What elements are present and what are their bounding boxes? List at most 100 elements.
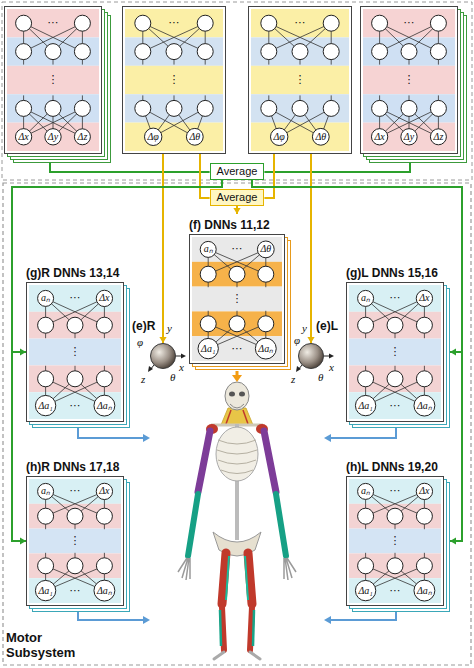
neuron-circle <box>372 15 388 31</box>
axis-head <box>329 354 334 359</box>
network-card <box>347 283 444 422</box>
forearm <box>188 494 198 556</box>
ellipsis: ⋯ <box>388 585 403 597</box>
neuron-circle <box>371 129 387 145</box>
axis-label: y <box>302 322 307 335</box>
neuron-circle <box>261 15 277 31</box>
neuron-circle <box>416 290 432 306</box>
neuron-label: aₙ <box>361 292 370 304</box>
eye-socket <box>229 392 235 397</box>
layer-band <box>29 553 121 578</box>
eye-socket <box>239 392 245 397</box>
arrow-head <box>20 537 26 544</box>
network-stack: ⋯⋮ΔxΔyΔz <box>4 6 111 163</box>
ellipsis: ⋯ <box>68 485 83 497</box>
layer-band <box>7 66 99 94</box>
arrow-head <box>324 434 331 442</box>
skull <box>225 382 249 410</box>
neuron-circle <box>258 266 274 282</box>
neuron-circle <box>430 129 446 145</box>
stacked-network <box>364 10 461 157</box>
neuron-label: aₙ <box>41 292 50 304</box>
ellipsis: ⋯ <box>167 17 182 29</box>
layer-band <box>125 37 223 65</box>
neuron-label: Δaₙ <box>258 343 273 355</box>
neuron-circle <box>96 508 112 524</box>
network-card <box>27 283 124 422</box>
neuron-label: Δy <box>48 131 58 143</box>
connector <box>50 163 210 172</box>
ellipsis: ⋯ <box>68 292 83 304</box>
forearm <box>276 494 286 556</box>
arrow-line <box>330 612 396 620</box>
neuron-circle <box>96 558 112 574</box>
ellipsis: ⋮ <box>167 74 182 86</box>
hand <box>284 558 296 580</box>
pelvis <box>213 532 261 556</box>
network-card <box>347 477 444 606</box>
eye-heading: (e)R <box>132 319 155 333</box>
layer-band <box>192 336 282 361</box>
layer-band <box>29 285 121 312</box>
arrow-head <box>143 434 150 442</box>
neuron-circle <box>255 338 276 359</box>
neuron-circle <box>74 129 90 145</box>
layer-band <box>29 392 121 419</box>
neuron-circle <box>197 100 213 116</box>
stacked-network <box>30 480 127 609</box>
thigh-muscle <box>245 556 248 600</box>
ellipsis: ⋮ <box>402 74 417 86</box>
layer-band <box>125 66 223 94</box>
average-box: Average <box>210 163 265 180</box>
neuron-circle <box>358 558 374 574</box>
layer-band <box>251 9 349 37</box>
network-card <box>249 7 352 154</box>
layer-band <box>125 123 223 151</box>
neuron-circle <box>430 15 446 31</box>
upper-arm <box>264 431 276 492</box>
neuron-label: Δy <box>404 131 414 143</box>
layer-band <box>349 504 441 529</box>
panel-heading: (g)L DNNs 15,16 <box>346 266 438 280</box>
jaw <box>230 404 244 408</box>
arrow-line <box>78 428 144 438</box>
ellipsis: ⋯ <box>388 292 403 304</box>
neck-muscle <box>226 410 231 424</box>
network-stack: ⋯⋮ΔxΔyΔz <box>360 6 467 163</box>
neuron-circle <box>358 290 374 306</box>
arrow-head <box>159 337 166 343</box>
layer-band <box>192 311 282 336</box>
network-card <box>5 7 102 154</box>
connector-line <box>264 163 410 172</box>
neuron-circle <box>45 100 61 116</box>
neuron-circle <box>38 371 54 387</box>
neuron-circle <box>416 483 432 499</box>
neuron-label: Δz <box>78 131 88 143</box>
connector <box>307 154 314 343</box>
network-card <box>27 477 124 606</box>
layer-band <box>7 37 99 65</box>
layer-band <box>29 479 121 504</box>
neuron-circle <box>135 44 151 60</box>
neuron-circle <box>312 128 329 145</box>
layer-band <box>349 553 441 578</box>
skeleton-figure <box>178 382 296 659</box>
layer-band <box>251 37 349 65</box>
neuron-circle <box>358 508 374 524</box>
layer-band <box>251 66 349 94</box>
neuron-circle <box>197 44 213 60</box>
neuron-circle <box>387 558 403 574</box>
ellipsis: ⋯ <box>46 17 61 29</box>
axis-label: y <box>167 322 172 335</box>
neuron-circle <box>96 317 112 333</box>
neuron-circle <box>74 100 90 116</box>
stacked-network <box>8 10 105 157</box>
neuron-label: Δθ <box>315 131 326 143</box>
neuron-circle <box>372 100 388 116</box>
neuron-circle <box>186 128 203 145</box>
shin <box>250 607 252 650</box>
layer-band <box>29 312 121 339</box>
neck-muscles <box>221 408 253 425</box>
axis-label: φ <box>137 336 143 349</box>
layer-band <box>192 237 282 262</box>
